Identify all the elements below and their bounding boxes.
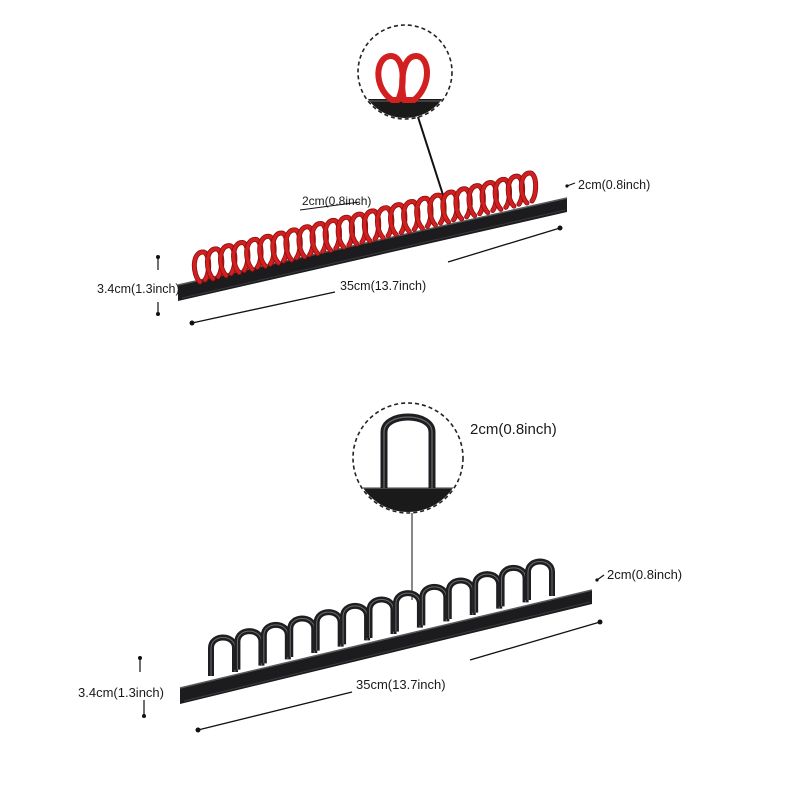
bottom-length-dimension: 35cm(13.7inch) [195, 619, 603, 733]
bottom-depth-label: 2cm(0.8inch) [607, 567, 682, 582]
black-clip [366, 596, 397, 638]
black-clip [392, 590, 423, 632]
top-product: 2cm(0.8inch) 2cm(0.8inch) 3.4cm(1.3inch)… [97, 24, 650, 326]
bottom-rail [179, 589, 593, 704]
black-clip [472, 571, 503, 613]
black-clip [234, 628, 265, 670]
black-clip [313, 609, 344, 651]
black-clip [525, 558, 555, 600]
top-length-dimension: 35cm(13.7inch) [189, 225, 563, 326]
black-clip [340, 602, 371, 645]
zoom-red-clip-right [399, 53, 430, 103]
black-clip [445, 577, 476, 619]
bottom-height-label: 3.4cm(1.3inch) [78, 685, 164, 700]
red-clip [518, 170, 539, 206]
top-length-label: 35cm(13.7inch) [340, 279, 426, 293]
top-zoom-pointer [417, 116, 445, 199]
black-clip [287, 615, 318, 657]
black-clip-row [208, 558, 555, 676]
top-zoom-circle [357, 24, 453, 120]
bottom-length-label: 35cm(13.7inch) [356, 677, 446, 692]
top-clip-width-label: 2cm(0.8inch) [302, 194, 371, 208]
bottom-clip-height-label: 2cm(0.8inch) [470, 421, 557, 438]
top-depth-label: 2cm(0.8inch) [578, 178, 650, 192]
black-clip [260, 621, 291, 664]
top-height-label: 3.4cm(1.3inch) [97, 282, 180, 296]
black-clip [419, 583, 450, 626]
bottom-zoom-circle [352, 402, 464, 514]
bottom-product: 2cm(0.8inch) 2cm(0.8inch) 3.4cm(1.3inch)… [78, 402, 682, 733]
black-clip [208, 634, 238, 676]
red-clip-row [191, 170, 539, 285]
top-clip-width-line [299, 201, 361, 211]
black-clip [498, 564, 529, 607]
